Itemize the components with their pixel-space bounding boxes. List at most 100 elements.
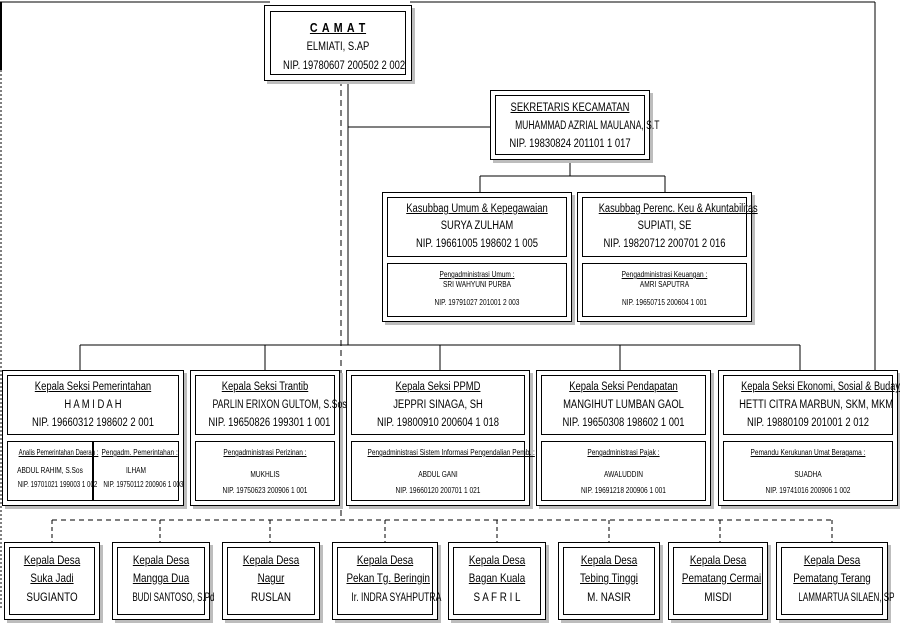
sekretaris-box: SEKRETARIS KECAMATAN MUHAMMAD AZRIAL MAU… — [490, 90, 660, 160]
staff-name: MUKHLIS — [250, 470, 280, 479]
staff-nip: NIP. 19741016 200906 1 002 — [765, 486, 851, 495]
seksi-nip: NIP. 19880109 201001 2 012 — [746, 417, 870, 430]
kasubbag-nip: NIP. 19661005 198602 1 005 — [415, 238, 539, 251]
camat-box: C A M A T ELMIATI, S.AP NIP. 19780607 20… — [264, 5, 412, 81]
desa-title: Kepala Desa — [580, 553, 638, 567]
camat-name: ELMIATI, S.AP — [306, 40, 370, 53]
kasubbag-name: SUPIATI, SE — [637, 220, 692, 233]
desa-head-name: M. NASIR — [587, 589, 631, 604]
seksi-ppmd-box: Kepala Seksi PPMD JEPPRI SINAGA, SH NIP.… — [346, 370, 535, 506]
desa-village: Pematang Terang — [793, 570, 871, 585]
staff-name: ABDUL RAHIM, S.Sos — [17, 466, 83, 475]
staff-box: Pengadministrasi Umum : SRI WAHYUNI PURB… — [387, 263, 567, 317]
staff-nip: NIP. 19691218 200906 1 001 — [581, 486, 666, 495]
camat-title: C A M A T — [309, 20, 367, 35]
seksi-nip: NIP. 19650308 198602 1 001 — [562, 417, 685, 430]
seksi-nip: NIP. 19660312 198602 2 001 — [31, 417, 155, 430]
staff-name: SRI WAHYUNI PURBA — [443, 280, 511, 289]
desa-box: Kepala Desa Pekan Tg. Beringin Ir. INDRA… — [332, 542, 442, 620]
staff-role: Pengadm. Pemerintahan : — [101, 448, 178, 457]
desa-box: Kepala Desa Bagan Kuala S A F R I L — [448, 542, 546, 620]
desa-head-name: MISDI — [704, 589, 732, 604]
staff-role: Pengadministrasi Sistem Informasi Pengen… — [367, 448, 535, 457]
kasubbag-name: SURYA ZULHAM — [440, 220, 514, 233]
seksi-name: MANGIHUT LUMBAN GAOL — [563, 399, 684, 412]
desa-box: Kepala Desa Nagur RUSLAN — [222, 542, 320, 620]
kasubbag-perencanaan-box: Kasubbag Perenc. Keu & Akuntabilitas SUP… — [577, 192, 758, 322]
seksi-nip: NIP. 19800910 200604 1 018 — [376, 417, 500, 430]
desa-box: Kepala Desa Suka Jadi SUGIANTO — [4, 542, 100, 620]
staff-role: Analis Pemerintahan Daerah : — [18, 448, 99, 457]
staff-name: SUADHA — [794, 470, 822, 479]
kasubbag-umum-box: Kasubbag Umum & Kepegawaian SURYA ZULHAM… — [382, 192, 572, 322]
seksi-pemerintahan-box: Kepala Seksi Pemerintahan H A M I D A H … — [2, 370, 184, 506]
desa-head-name: BUDI SANTOSO, S.Pd — [132, 589, 215, 604]
staff-box: Analis Pemerintahan Daerah : ABDUL RAHIM… — [7, 441, 99, 501]
desa-title: Kepala Desa — [132, 553, 190, 567]
staff-box: Pengadministrasi Perizinan : MUKHLIS NIP… — [195, 441, 335, 501]
desa-village: Mangga Dua — [132, 570, 190, 585]
desa-head-name: RUSLAN — [251, 589, 291, 604]
staff-nip: NIP. 19701021 199003 1 002 — [17, 480, 98, 489]
desa-village: Pekan Tg. Beringin — [346, 570, 430, 585]
desa-title: Kepala Desa — [23, 553, 81, 567]
desa-village: Tebing Tinggi — [580, 570, 638, 585]
seksi-nip: NIP. 19650826 199301 1 001 — [208, 417, 331, 430]
seksi-title: Kepala Seksi Pendapatan — [569, 381, 678, 393]
kasubbag-nip: NIP. 19820712 200701 2 016 — [603, 238, 726, 251]
staff-role: Pengadministrasi Umum : — [439, 270, 515, 279]
staff-name: ABDUL GANI — [418, 470, 458, 479]
desa-village: Pematang Cermai — [681, 570, 762, 585]
seksi-title: Kepala Seksi Pemerintahan — [34, 381, 152, 393]
seksi-title: Kepala Seksi PPMD — [395, 381, 481, 393]
desa-title: Kepala Desa — [242, 553, 300, 567]
staff-box: Pengadministrasi Keuangan : AMRI SAPUTRA… — [582, 263, 747, 317]
sekretaris-title: SEKRETARIS KECAMATAN — [510, 102, 630, 114]
seksi-title: Kepala Seksi Trantib — [221, 381, 309, 393]
seksi-name: PARLIN ERIXON GULTOM, S.Sos — [212, 399, 347, 412]
staff-nip: NIP. 19660120 200701 1 021 — [395, 486, 481, 495]
staff-box: Pengadministrasi Pajak : AWALUDDIN NIP. … — [541, 441, 706, 501]
staff-role: Pengadministrasi Keuangan : — [621, 270, 708, 279]
desa-title: Kepala Desa — [468, 553, 526, 567]
seksi-name: H A M I D A H — [64, 399, 122, 412]
staff-box: Pemandu Kerukunan Umat Beragama : SUADHA… — [723, 441, 893, 501]
staff-nip: NIP. 19750112 200906 1 003 — [103, 480, 184, 489]
staff-box: Pengadm. Pemerintahan : ILHAM NIP. 19750… — [93, 441, 184, 501]
staff-name: AWALUDDIN — [604, 470, 643, 479]
seksi-title: Kepala Seksi Ekonomi, Sosial & Budaya — [741, 381, 900, 393]
seksi-pendapatan-box: Kepala Seksi Pendapatan MANGIHUT LUMBAN … — [536, 370, 711, 506]
seksi-name: HETTI CITRA MARBUN, SKM, MKM — [739, 399, 894, 412]
desa-village: Bagan Kuala — [468, 570, 526, 585]
desa-head-name: Ir. INDRA SYAHPUTRA — [351, 589, 442, 604]
staff-nip: NIP. 19791027 201001 2 003 — [434, 298, 520, 307]
seksi-trantib-box: Kepala Seksi Trantib PARLIN ERIXON GULTO… — [190, 370, 347, 506]
desa-title: Kepala Desa — [689, 553, 747, 567]
staff-role: Pemandu Kerukunan Umat Beragama : — [750, 448, 866, 457]
staff-name: ILHAM — [125, 466, 147, 475]
desa-head-name: SUGIANTO — [26, 589, 78, 604]
desa-box: Kepala Desa Mangga Dua BUDI SANTOSO, S.P… — [112, 542, 215, 620]
desa-title: Kepala Desa — [803, 553, 861, 567]
camat-nip: NIP. 19780607 200502 2 002 — [283, 60, 406, 73]
staff-name: AMRI SAPUTRA — [639, 280, 690, 289]
desa-head-name: LAMMARTUA SILAEN, SP — [798, 589, 895, 604]
kasubbag-title: Kasubbag Perenc. Keu & Akuntabilitas — [598, 203, 758, 215]
desa-village: Suka Jadi — [30, 570, 74, 585]
kasubbag-title: Kasubbag Umum & Kepegawaian — [406, 203, 548, 215]
staff-nip: NIP. 19650715 200604 1 001 — [622, 298, 707, 307]
sekretaris-nip: NIP. 19830824 201101 1 017 — [509, 138, 631, 151]
staff-role: Pengadministrasi Pajak : — [587, 448, 660, 457]
desa-title: Kepala Desa — [356, 553, 414, 567]
seksi-name: JEPPRI SINAGA, SH — [393, 399, 483, 412]
staff-box: Pengadministrasi Sistem Informasi Pengen… — [351, 441, 535, 501]
seksi-ekonomi-box: Kepala Seksi Ekonomi, Sosial & Budaya HE… — [718, 370, 900, 506]
desa-box: Kepala Desa Pematang Cermai MISDI — [668, 542, 768, 620]
sekretaris-name: MUHAMMAD AZRIAL MAULANA, S.T — [515, 120, 660, 133]
desa-box: Kepala Desa Tebing Tinggi M. NASIR — [558, 542, 660, 620]
desa-village: Nagur — [257, 570, 285, 585]
desa-box: Kepala Desa Pematang Terang LAMMARTUA SI… — [776, 542, 895, 620]
desa-head-name: S A F R I L — [473, 589, 521, 604]
staff-nip: NIP. 19750623 200906 1 001 — [222, 486, 308, 495]
